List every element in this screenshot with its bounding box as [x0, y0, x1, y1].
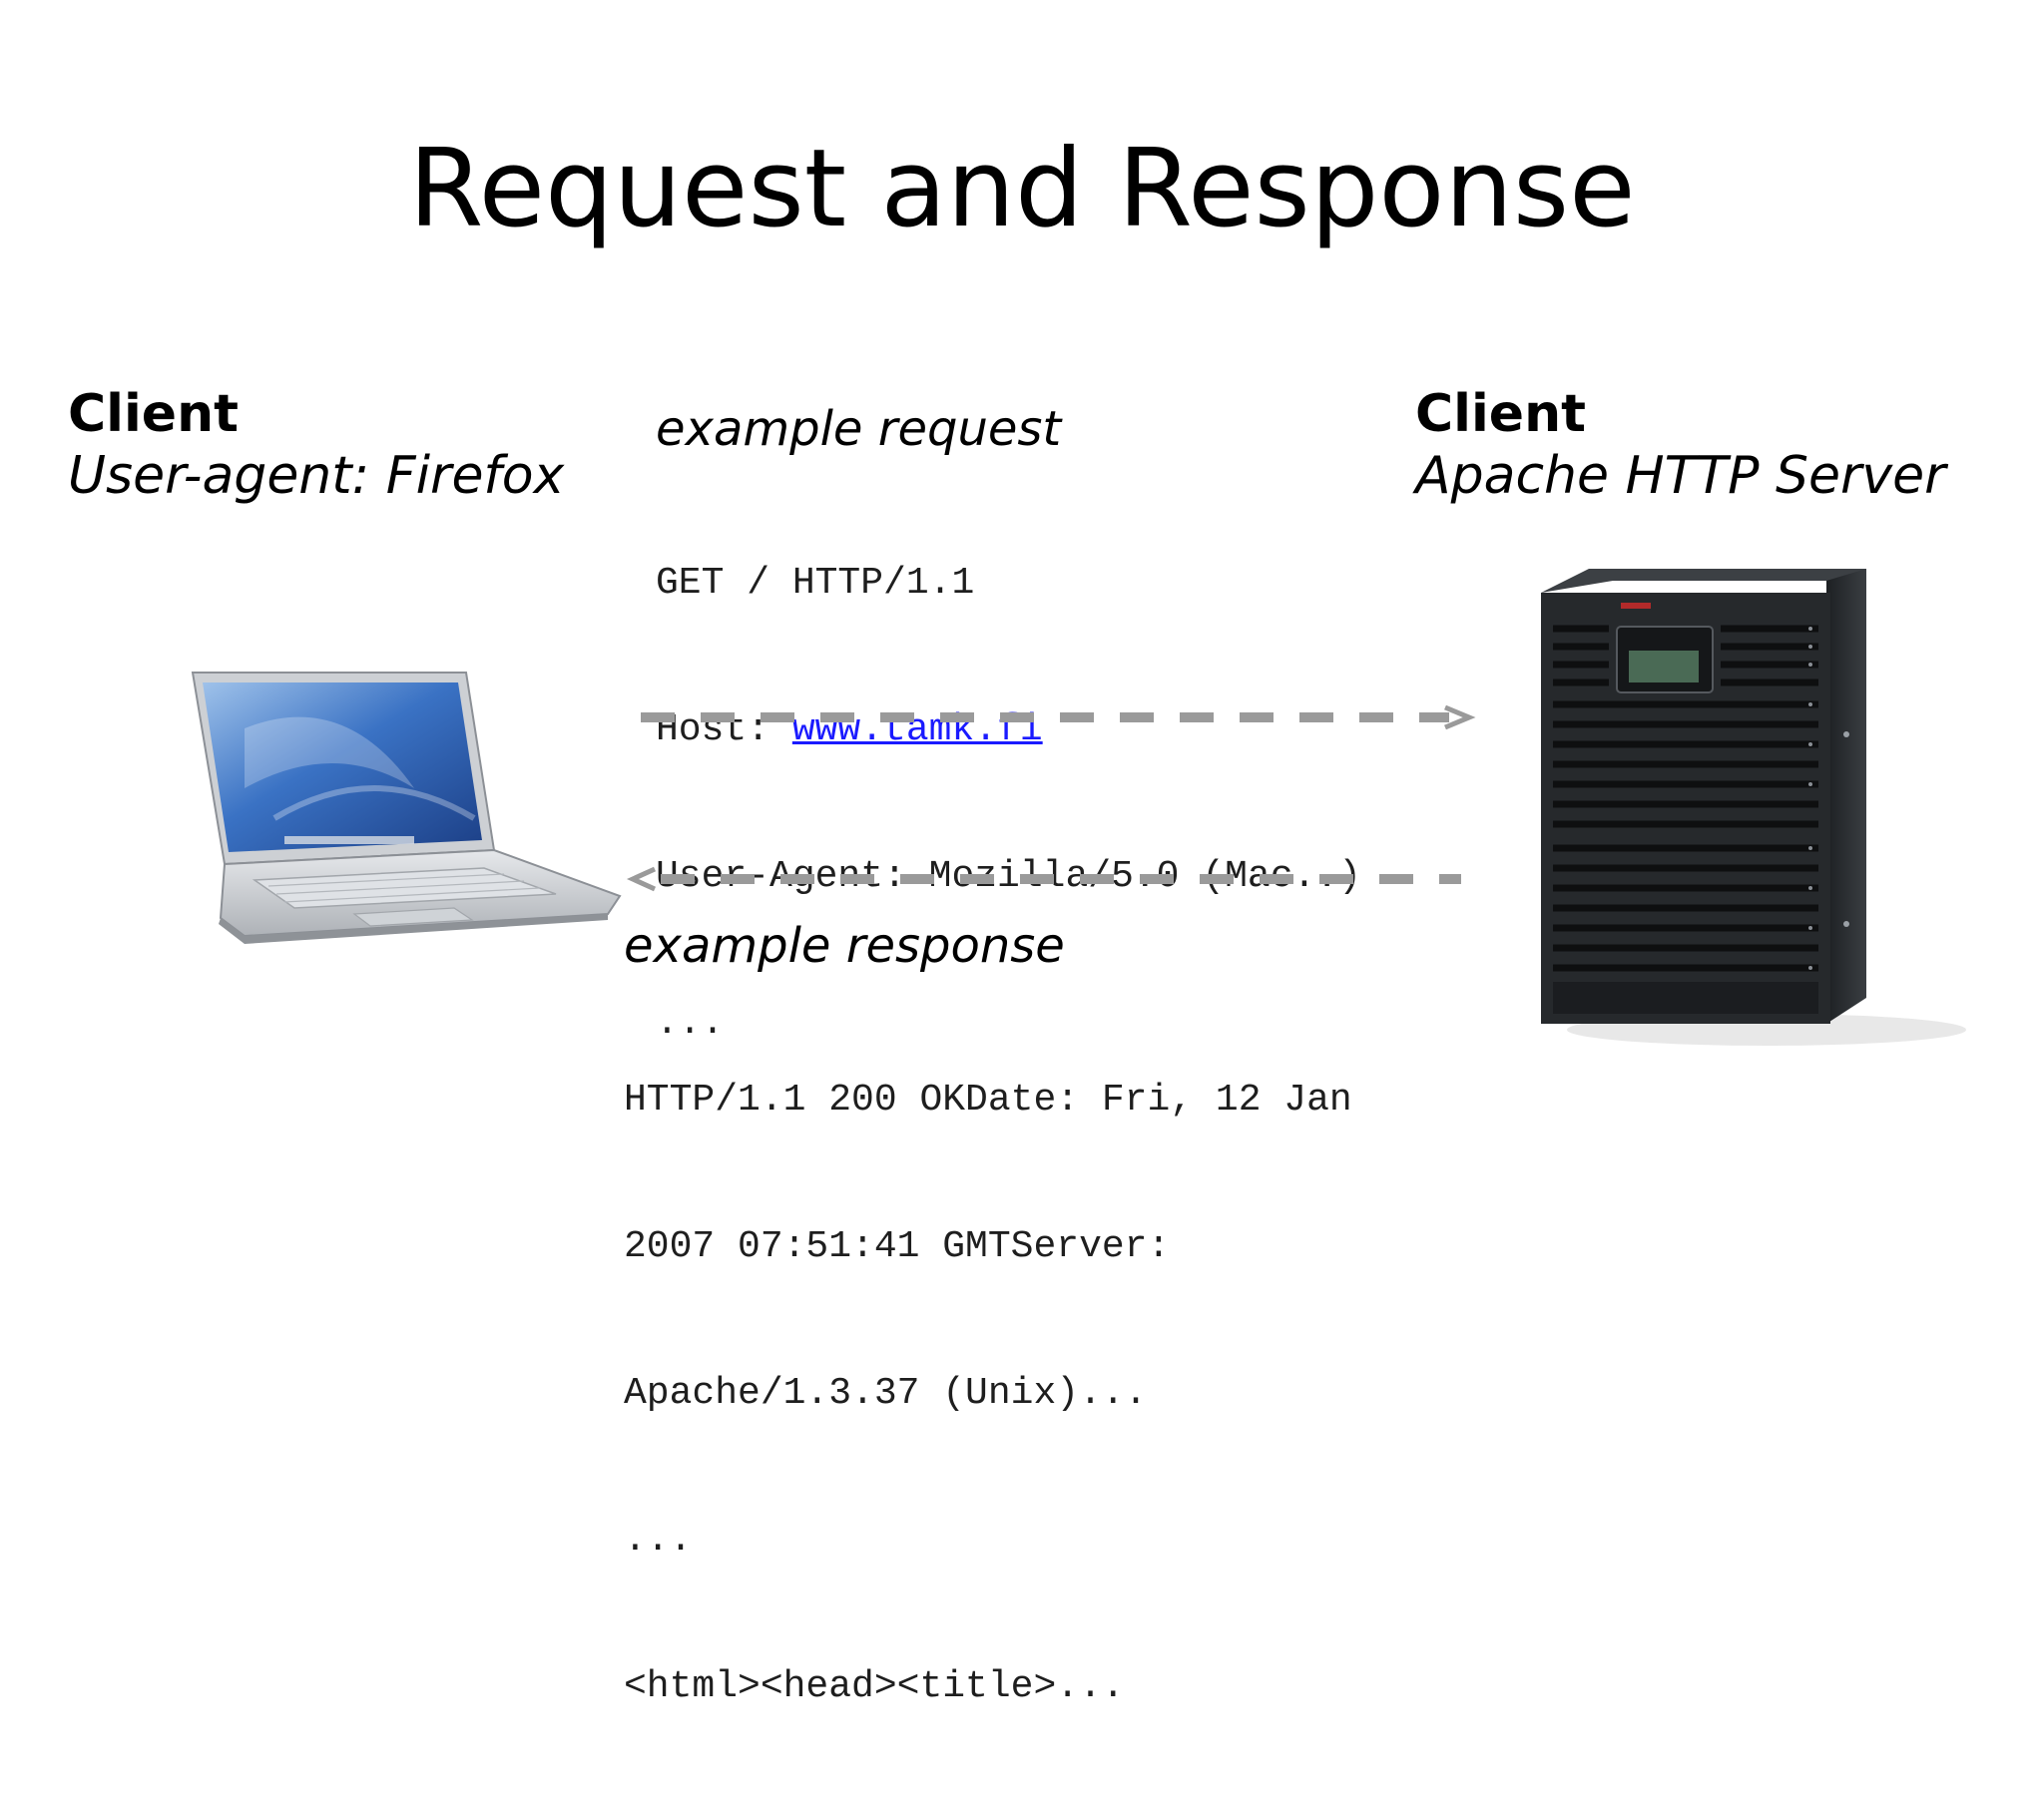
- response-arrow: [629, 860, 1467, 900]
- request-line: GET / HTTP/1.1: [656, 559, 1361, 608]
- client-heading: Client: [68, 383, 564, 445]
- server-role-label: Client Apache HTTP Server: [1415, 383, 1946, 508]
- response-status-line: HTTP/1.1 200 OKDate: Fri, 12 Jan: [624, 1076, 1352, 1125]
- server-icon: [1517, 559, 1956, 1058]
- response-server-line: Apache/1.3.37 (Unix)...: [624, 1369, 1352, 1418]
- response-label: example response: [624, 918, 1352, 976]
- page-title: Request and Response: [0, 128, 2044, 251]
- request-arrow: [639, 698, 1477, 738]
- server-heading: Client: [1415, 383, 1946, 445]
- laptop-icon: [185, 669, 624, 948]
- client-subtitle: User-agent: Firefox: [68, 445, 564, 507]
- response-block: example response HTTP/1.1 200 OKDate: Fr…: [624, 918, 1352, 1809]
- response-ellipsis: ...: [624, 1516, 1352, 1565]
- response-date-line: 2007 07:51:41 GMTServer:: [624, 1222, 1352, 1271]
- response-html-line: <html><head><title>...: [624, 1662, 1352, 1711]
- response-body: HTTP/1.1 200 OKDate: Fri, 12 Jan 2007 07…: [624, 978, 1352, 1809]
- request-label: example request: [656, 401, 1361, 459]
- client-role-label: Client User-agent: Firefox: [68, 383, 564, 508]
- server-subtitle: Apache HTTP Server: [1415, 445, 1946, 507]
